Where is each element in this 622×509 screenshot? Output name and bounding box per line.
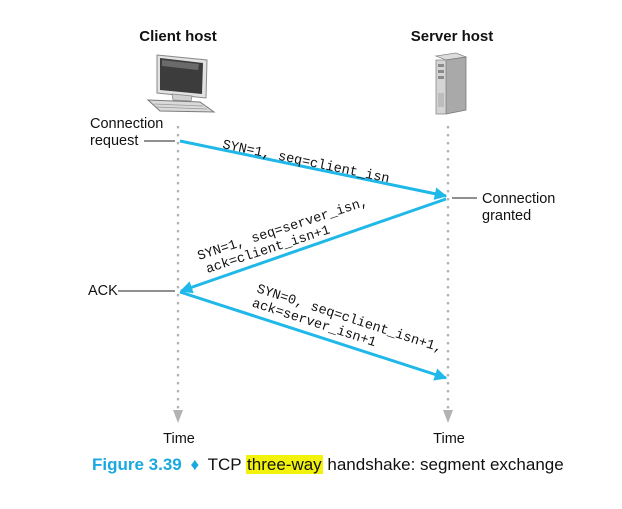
client-time-label: Time — [163, 431, 195, 447]
synack-arrow — [179, 197, 447, 294]
server-tower-icon — [434, 52, 468, 115]
connection-granted-label: Connection granted — [482, 191, 559, 224]
figure-caption: Figure 3.39 ♦ TCP three-way handshake: s… — [92, 455, 564, 475]
figure-number: Figure 3.39 — [92, 455, 182, 474]
segment1-label: SYN=1, seq=client_isn — [221, 138, 391, 187]
client-computer-icon — [146, 54, 216, 113]
caption-suffix: handshake: segment exchange — [322, 455, 564, 474]
ack-label: ACK — [88, 283, 118, 299]
client-host-title: Client host — [139, 28, 217, 45]
server-time-label: Time — [433, 431, 465, 447]
server-timeline-arrowhead — [443, 410, 453, 423]
client-timeline-arrowhead — [173, 410, 183, 423]
server-host-title: Server host — [411, 28, 494, 45]
caption-prefix: TCP — [207, 455, 247, 474]
caption-highlight: three-way — [246, 455, 323, 474]
tcp-handshake-diagram: Client host Server host Connection reque… — [88, 28, 559, 447]
segment2-label: SYN=1, seq=server_isn, ack=client_isn+1 — [196, 193, 382, 279]
connection-request-label: Connection request — [90, 116, 167, 149]
syn-arrow — [179, 139, 448, 200]
diamond-icon: ♦ — [190, 455, 200, 474]
ack-arrow — [179, 290, 448, 381]
segment3-label: SYN=0, seq=client_isn+1, ack=server_isn+… — [250, 282, 452, 373]
